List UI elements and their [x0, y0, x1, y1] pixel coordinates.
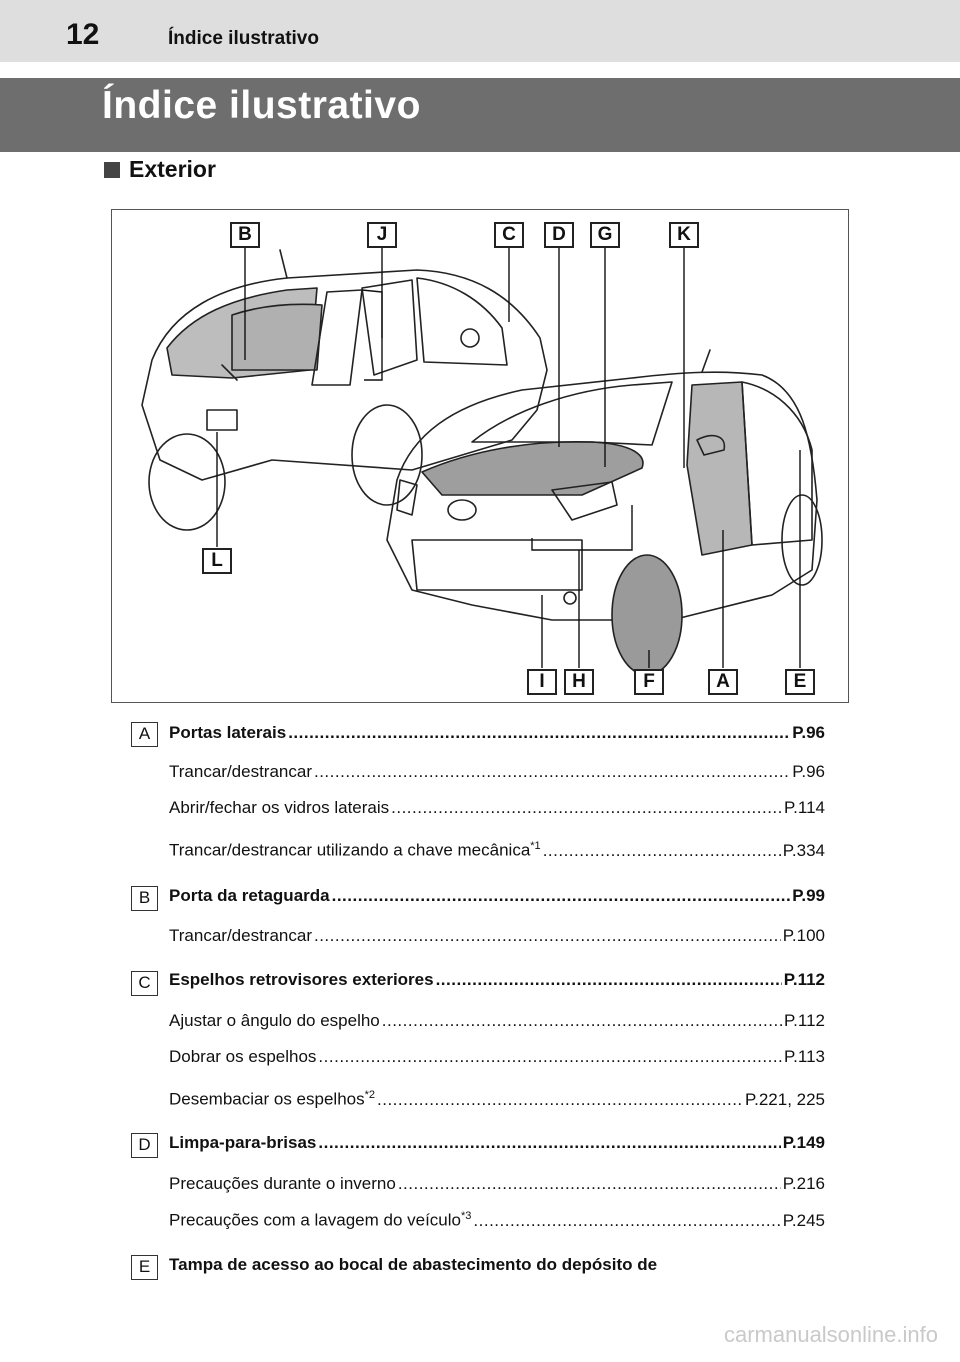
callout-k: K: [669, 222, 699, 248]
entry-heading: Portas laterais P.96: [169, 723, 825, 743]
entry-subitem: Dobrar os espelhos P.113: [169, 1047, 825, 1067]
rear-wheel-left: [148, 433, 226, 531]
entry-subitem: Desembaciar os espelhos*2 P.221, 225: [169, 1089, 825, 1110]
rear-door-outline-2: [416, 277, 508, 366]
front-rear-wheel: [781, 494, 823, 586]
callout-b: B: [230, 222, 260, 248]
rear-wheel-right: [351, 404, 423, 506]
entry-title: Espelhos retrovisores exteriores: [169, 970, 434, 989]
section-heading: Exterior: [104, 156, 216, 183]
front-hood: [421, 440, 644, 496]
rear-side-window: [311, 289, 363, 386]
running-title: Índice ilustrativo: [168, 28, 319, 49]
entry-title: Porta da retaguarda: [169, 886, 330, 905]
rear-car-body: [141, 269, 548, 481]
callout-g: G: [590, 222, 620, 248]
page-number: 12: [66, 18, 100, 51]
front-mirror: [696, 434, 726, 456]
entry-page-ref: P.149: [782, 1133, 825, 1152]
entry-page-ref: P.96: [792, 723, 825, 742]
entry-letter-badge: D: [131, 1133, 158, 1158]
entry-page-ref: P.99: [792, 886, 825, 905]
entry-letter-badge: E: [131, 1255, 158, 1280]
page-header-bar: [0, 0, 960, 62]
front-wheel: [611, 554, 683, 676]
rear-door-outline: [361, 279, 418, 376]
footnote-marker: *1: [530, 840, 541, 852]
rear-car-mirror: [460, 328, 480, 348]
square-bullet-icon: [104, 161, 120, 178]
exterior-illustration: B J C D G K L I H F A E: [111, 209, 849, 703]
entry-subitem: Trancar/destrancar P.96: [169, 762, 825, 782]
rear-plate-area: [206, 409, 238, 431]
callout-c: C: [494, 222, 524, 248]
entry-subitem: Abrir/fechar os vidros laterais P.114: [169, 798, 825, 818]
entry-title: Portas laterais: [169, 723, 287, 742]
headlight-left: [396, 479, 418, 516]
entry-letter-badge: C: [131, 971, 158, 996]
entry-page-ref: P.112: [783, 970, 825, 989]
entry-heading: Porta da retaguarda P.99: [169, 886, 825, 906]
title-band: [0, 78, 960, 152]
page-title: Índice ilustrativo: [102, 84, 421, 127]
entry-letter-badge: B: [131, 886, 158, 911]
entry-subitem: Precauções durante o inverno P.216: [169, 1174, 825, 1194]
callout-e: E: [785, 669, 815, 695]
rear-antenna: [279, 249, 288, 279]
callout-h: H: [564, 669, 594, 695]
entry-subitem: Precauções com a lavagem do veículo*3 P.…: [169, 1210, 825, 1231]
entry-heading: Limpa-para-brisas P.149: [169, 1133, 825, 1153]
fog-light: [563, 591, 577, 605]
entry-heading: Espelhos retrovisores exteriores P.112: [169, 970, 825, 990]
windshield: [471, 381, 673, 446]
callout-j: J: [367, 222, 397, 248]
callout-f: F: [634, 669, 664, 695]
entry-subitem: Trancar/destrancar P.100: [169, 926, 825, 946]
front-antenna: [701, 349, 711, 373]
front-badge: [447, 499, 477, 521]
watermark: carmanualsonline.info: [723, 1322, 938, 1347]
entry-title: Limpa-para-brisas: [169, 1133, 317, 1152]
entry-title: Tampa de acesso ao bocal de abasteciment…: [169, 1255, 658, 1274]
footnote-marker: *3: [461, 1210, 472, 1222]
front-grille: [411, 539, 583, 591]
callout-i: I: [527, 669, 557, 695]
footnote-marker: *2: [364, 1089, 376, 1101]
car-drawing: [141, 246, 823, 676]
callout-d: D: [544, 222, 574, 248]
front-door-panel: [686, 381, 753, 556]
callout-l: L: [202, 548, 232, 574]
entry-subitem: Trancar/destrancar utilizando a chave me…: [169, 840, 825, 861]
entry-letter-badge: A: [131, 722, 158, 747]
entry-subitem: Ajustar o ângulo do espelho P.112: [169, 1011, 825, 1031]
front-car-body: [386, 371, 818, 621]
entry-heading: Tampa de acesso ao bocal de abasteciment…: [169, 1255, 825, 1275]
headlight-right: [551, 481, 618, 521]
section-heading-label: Exterior: [129, 156, 216, 182]
callout-a: A: [708, 669, 738, 695]
front-rear-door: [741, 381, 813, 546]
